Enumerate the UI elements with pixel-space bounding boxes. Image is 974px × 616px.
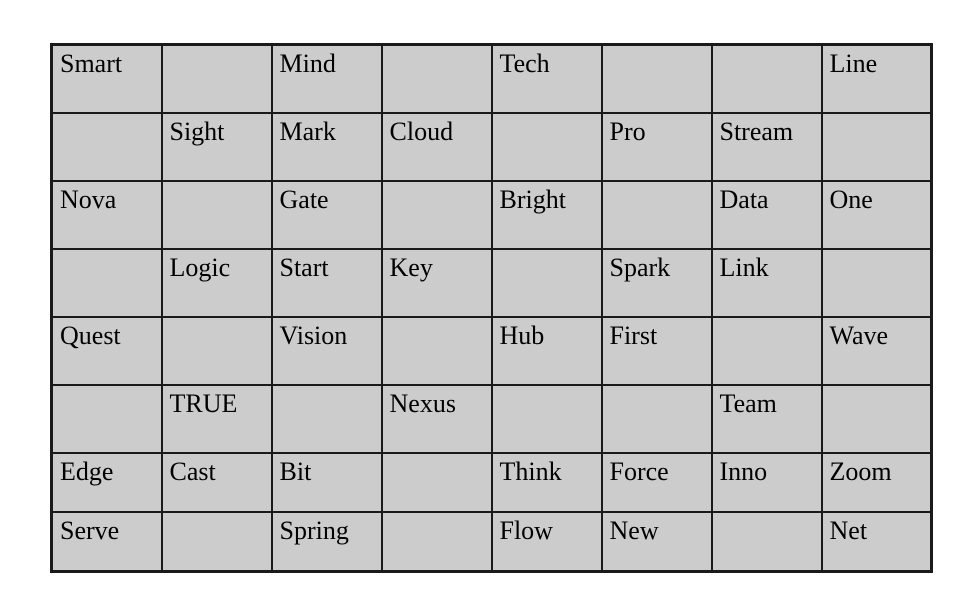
grid-cell: New xyxy=(600,511,713,573)
grid-cell-empty xyxy=(820,248,933,318)
grid-cell: Spring xyxy=(270,511,383,573)
grid-cell: Cloud xyxy=(380,112,493,182)
grid-cell: Line xyxy=(820,43,933,114)
grid-cell: Start xyxy=(270,248,383,318)
grid-cell: Tech xyxy=(490,43,603,114)
grid-cell: Nova xyxy=(50,180,163,250)
grid-cell: Hub xyxy=(490,316,603,386)
grid-cell-empty xyxy=(600,384,713,454)
grid-cell-empty xyxy=(380,43,493,114)
grid-cell: Serve xyxy=(50,511,163,573)
grid-cell: Quest xyxy=(50,316,163,386)
grid-cell: Gate xyxy=(270,180,383,250)
grid-cell-empty xyxy=(50,112,163,182)
table-row: TRUE Nexus Team xyxy=(50,384,933,454)
grid-cell-empty xyxy=(490,112,603,182)
grid-cell: Flow xyxy=(490,511,603,573)
grid-cell: Stream xyxy=(710,112,823,182)
grid-cell: Cast xyxy=(160,452,273,513)
grid-cell: Edge xyxy=(50,452,163,513)
grid-cell-empty xyxy=(160,180,273,250)
grid-cell-empty xyxy=(380,180,493,250)
grid-cell-empty xyxy=(820,384,933,454)
grid-cell: Bright xyxy=(490,180,603,250)
table-row: Smart Mind Tech Line xyxy=(50,43,933,114)
grid-cell: Smart xyxy=(50,43,163,114)
grid-cell: Mark xyxy=(270,112,383,182)
grid-cell: Mind xyxy=(270,43,383,114)
grid-cell-empty xyxy=(380,511,493,573)
grid-cell-empty xyxy=(600,180,713,250)
grid-cell: Net xyxy=(820,511,933,573)
grid-cell-empty xyxy=(270,384,383,454)
grid-cell-empty xyxy=(710,43,823,114)
grid-cell: Wave xyxy=(820,316,933,386)
grid-cell: Pro xyxy=(600,112,713,182)
grid-cell-empty xyxy=(710,316,823,386)
grid-cell: Zoom xyxy=(820,452,933,513)
grid-cell-empty xyxy=(160,43,273,114)
grid-cell: Link xyxy=(710,248,823,318)
grid-cell-empty xyxy=(380,316,493,386)
grid-cell-empty xyxy=(600,43,713,114)
grid-cell: Key xyxy=(380,248,493,318)
grid-cell-empty xyxy=(50,248,163,318)
grid-cell: Inno xyxy=(710,452,823,513)
grid-cell: One xyxy=(820,180,933,250)
grid-cell-empty xyxy=(710,511,823,573)
grid-cell: Spark xyxy=(600,248,713,318)
grid-cell: Think xyxy=(490,452,603,513)
grid-cell-empty xyxy=(160,316,273,386)
grid-cell: TRUE xyxy=(160,384,273,454)
grid-cell: Sight xyxy=(160,112,273,182)
grid-cell-empty xyxy=(50,384,163,454)
grid-cell: Force xyxy=(600,452,713,513)
grid-cell: Data xyxy=(710,180,823,250)
grid-cell: First xyxy=(600,316,713,386)
grid-cell: Vision xyxy=(270,316,383,386)
grid-cell: Bit xyxy=(270,452,383,513)
grid-cell-empty xyxy=(380,452,493,513)
grid-cell: Team xyxy=(710,384,823,454)
grid-cell: Nexus xyxy=(380,384,493,454)
grid-cell: Logic xyxy=(160,248,273,318)
grid-cell-empty xyxy=(820,112,933,182)
grid-cell-empty xyxy=(160,511,273,573)
grid-cell-empty xyxy=(490,384,603,454)
grid-cell-empty xyxy=(490,248,603,318)
